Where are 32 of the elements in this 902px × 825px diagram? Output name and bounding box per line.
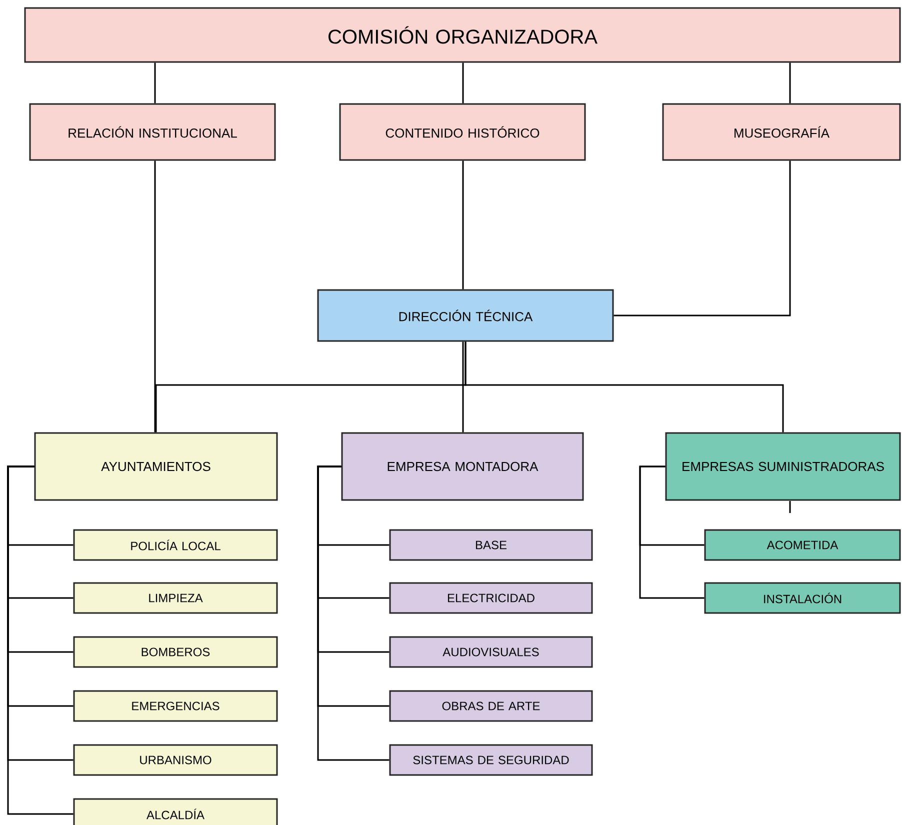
unit-box: MUSEOGRAFÍA (662, 103, 901, 161)
unit-box: EMERGENCIAS (73, 690, 278, 722)
unit-box: EMPRESA MONTADORA (341, 432, 584, 501)
connector-line (317, 466, 390, 761)
unit-box: RELACIÓN INSTITUCIONAL (29, 103, 276, 161)
connector-line (464, 342, 784, 432)
unit-box: BOMBEROS (73, 636, 278, 668)
unit-box: ELECTRICIDAD (389, 582, 593, 614)
connector-line (462, 62, 464, 104)
connector-line (462, 160, 464, 290)
connector-line (154, 160, 156, 432)
unit-box: POLICÍA LOCAL (73, 529, 278, 561)
unit-box: EMPRESAS SUMINISTRADORAS (665, 432, 901, 501)
unit-box: AUDIOVISUALES (389, 636, 593, 668)
connector-line (614, 160, 791, 316)
connector-line (154, 62, 156, 104)
unit-box: URBANISMO (73, 744, 278, 776)
unit-box: BASE (389, 529, 593, 561)
unit-box: DIRECCIÓN TÉCNICA (317, 289, 614, 342)
connector-line (639, 466, 704, 599)
unit-box: OBRAS DE ARTE (389, 690, 593, 722)
connector-line (462, 342, 464, 432)
unit-box: ALCALDÍA (73, 798, 278, 825)
connector-line (7, 466, 74, 815)
unit-box: ACOMETIDA (704, 529, 901, 561)
header-box: COMISIÓN ORGANIZADORA (24, 7, 901, 63)
unit-box: SISTEMAS DE SEGURIDAD (389, 744, 593, 776)
connector-line (789, 62, 791, 104)
unit-box: AYUNTAMIENTOS (34, 432, 278, 501)
unit-box: INSTALACIÓN (704, 582, 901, 614)
unit-box: LIMPIEZA (73, 582, 278, 614)
unit-box: CONTENIDO HISTÓRICO (339, 103, 586, 161)
